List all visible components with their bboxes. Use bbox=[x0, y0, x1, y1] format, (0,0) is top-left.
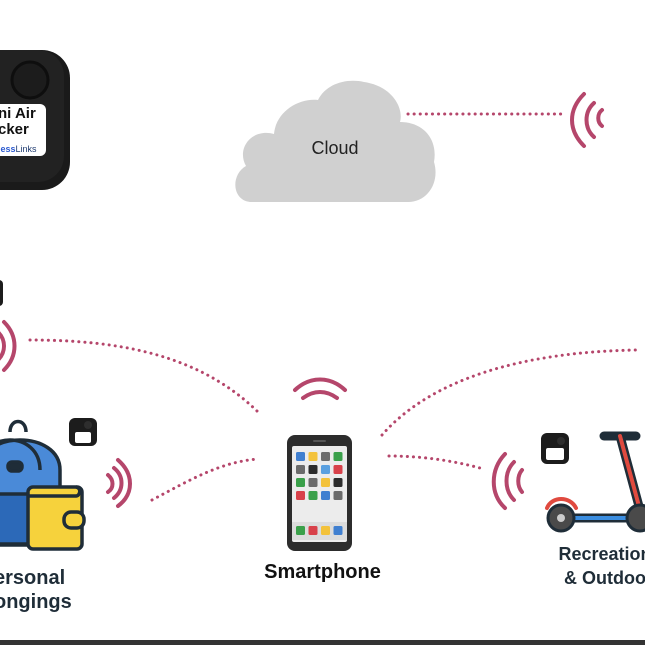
tracker-label-plate bbox=[0, 104, 46, 156]
dock-app-icon bbox=[308, 526, 318, 535]
node-label-smartphone: Smartphone bbox=[264, 561, 381, 583]
dock-app-icon bbox=[321, 526, 330, 535]
app-icon bbox=[321, 478, 330, 487]
connectors bbox=[28, 112, 638, 502]
connector-phone-to-right-top bbox=[380, 348, 638, 437]
app-icon bbox=[333, 478, 343, 487]
signal-waves-personal bbox=[106, 458, 132, 508]
app-grid bbox=[296, 452, 343, 500]
dock-app-icon bbox=[296, 526, 305, 535]
node-label-personal-line2: ongings bbox=[0, 591, 72, 613]
app-icon bbox=[296, 491, 305, 500]
wallet-icon bbox=[26, 485, 86, 551]
tracker-label-line1: ni Air bbox=[0, 105, 36, 122]
dock-apps bbox=[296, 526, 343, 535]
app-icon bbox=[333, 452, 343, 461]
tracker-brand-rest: Links bbox=[15, 144, 37, 154]
hero-tracker-device bbox=[0, 50, 70, 190]
signal-waves-phone bbox=[293, 377, 347, 400]
app-icon bbox=[308, 478, 318, 487]
smartphone-icon bbox=[287, 435, 352, 551]
cloud-shape bbox=[235, 80, 436, 202]
cloud-label: Cloud bbox=[311, 138, 359, 158]
signal-waves-left bbox=[0, 320, 17, 372]
app-icon bbox=[296, 465, 305, 474]
tracker-label-line2: cker bbox=[0, 121, 29, 138]
signal-waves-recreation bbox=[491, 452, 524, 510]
app-icon bbox=[296, 452, 305, 461]
bottom-bar bbox=[0, 640, 645, 645]
connector-phone-to-recreation bbox=[387, 454, 482, 470]
app-icon bbox=[308, 465, 318, 474]
app-icon bbox=[308, 491, 318, 500]
app-icon bbox=[296, 478, 305, 487]
connector-personal-to-phone bbox=[150, 457, 260, 502]
app-icon bbox=[333, 465, 343, 474]
partial-tracker-left bbox=[0, 280, 3, 306]
node-label-recreation-line1: Recreation bbox=[558, 544, 645, 564]
node-label-personal-line1: ersonal bbox=[0, 567, 66, 589]
hero-tracker-label: ni Air cker lessLinks bbox=[0, 106, 48, 157]
tracker-button-icon bbox=[10, 60, 50, 100]
dock-app-icon bbox=[333, 526, 343, 535]
app-icon bbox=[321, 491, 330, 500]
tracker-brand-bold: less bbox=[0, 144, 16, 154]
app-icon bbox=[333, 491, 343, 500]
tracker-brand: lessLinks bbox=[0, 141, 48, 157]
app-icon bbox=[308, 452, 318, 461]
node-label-recreation-line2: & Outdoo bbox=[564, 568, 645, 588]
signal-waves-top-right bbox=[570, 92, 604, 148]
connector-left-to-phone bbox=[28, 338, 260, 414]
node-label-personal: ersonal ongings bbox=[0, 566, 72, 614]
app-icon bbox=[321, 465, 330, 474]
app-icon bbox=[321, 452, 330, 461]
mini-tracker-personal bbox=[69, 418, 97, 446]
scooter-icon bbox=[545, 431, 645, 533]
node-label-recreation: Recreation & Outdoo bbox=[540, 542, 645, 590]
mini-tracker-recreation bbox=[541, 433, 569, 464]
